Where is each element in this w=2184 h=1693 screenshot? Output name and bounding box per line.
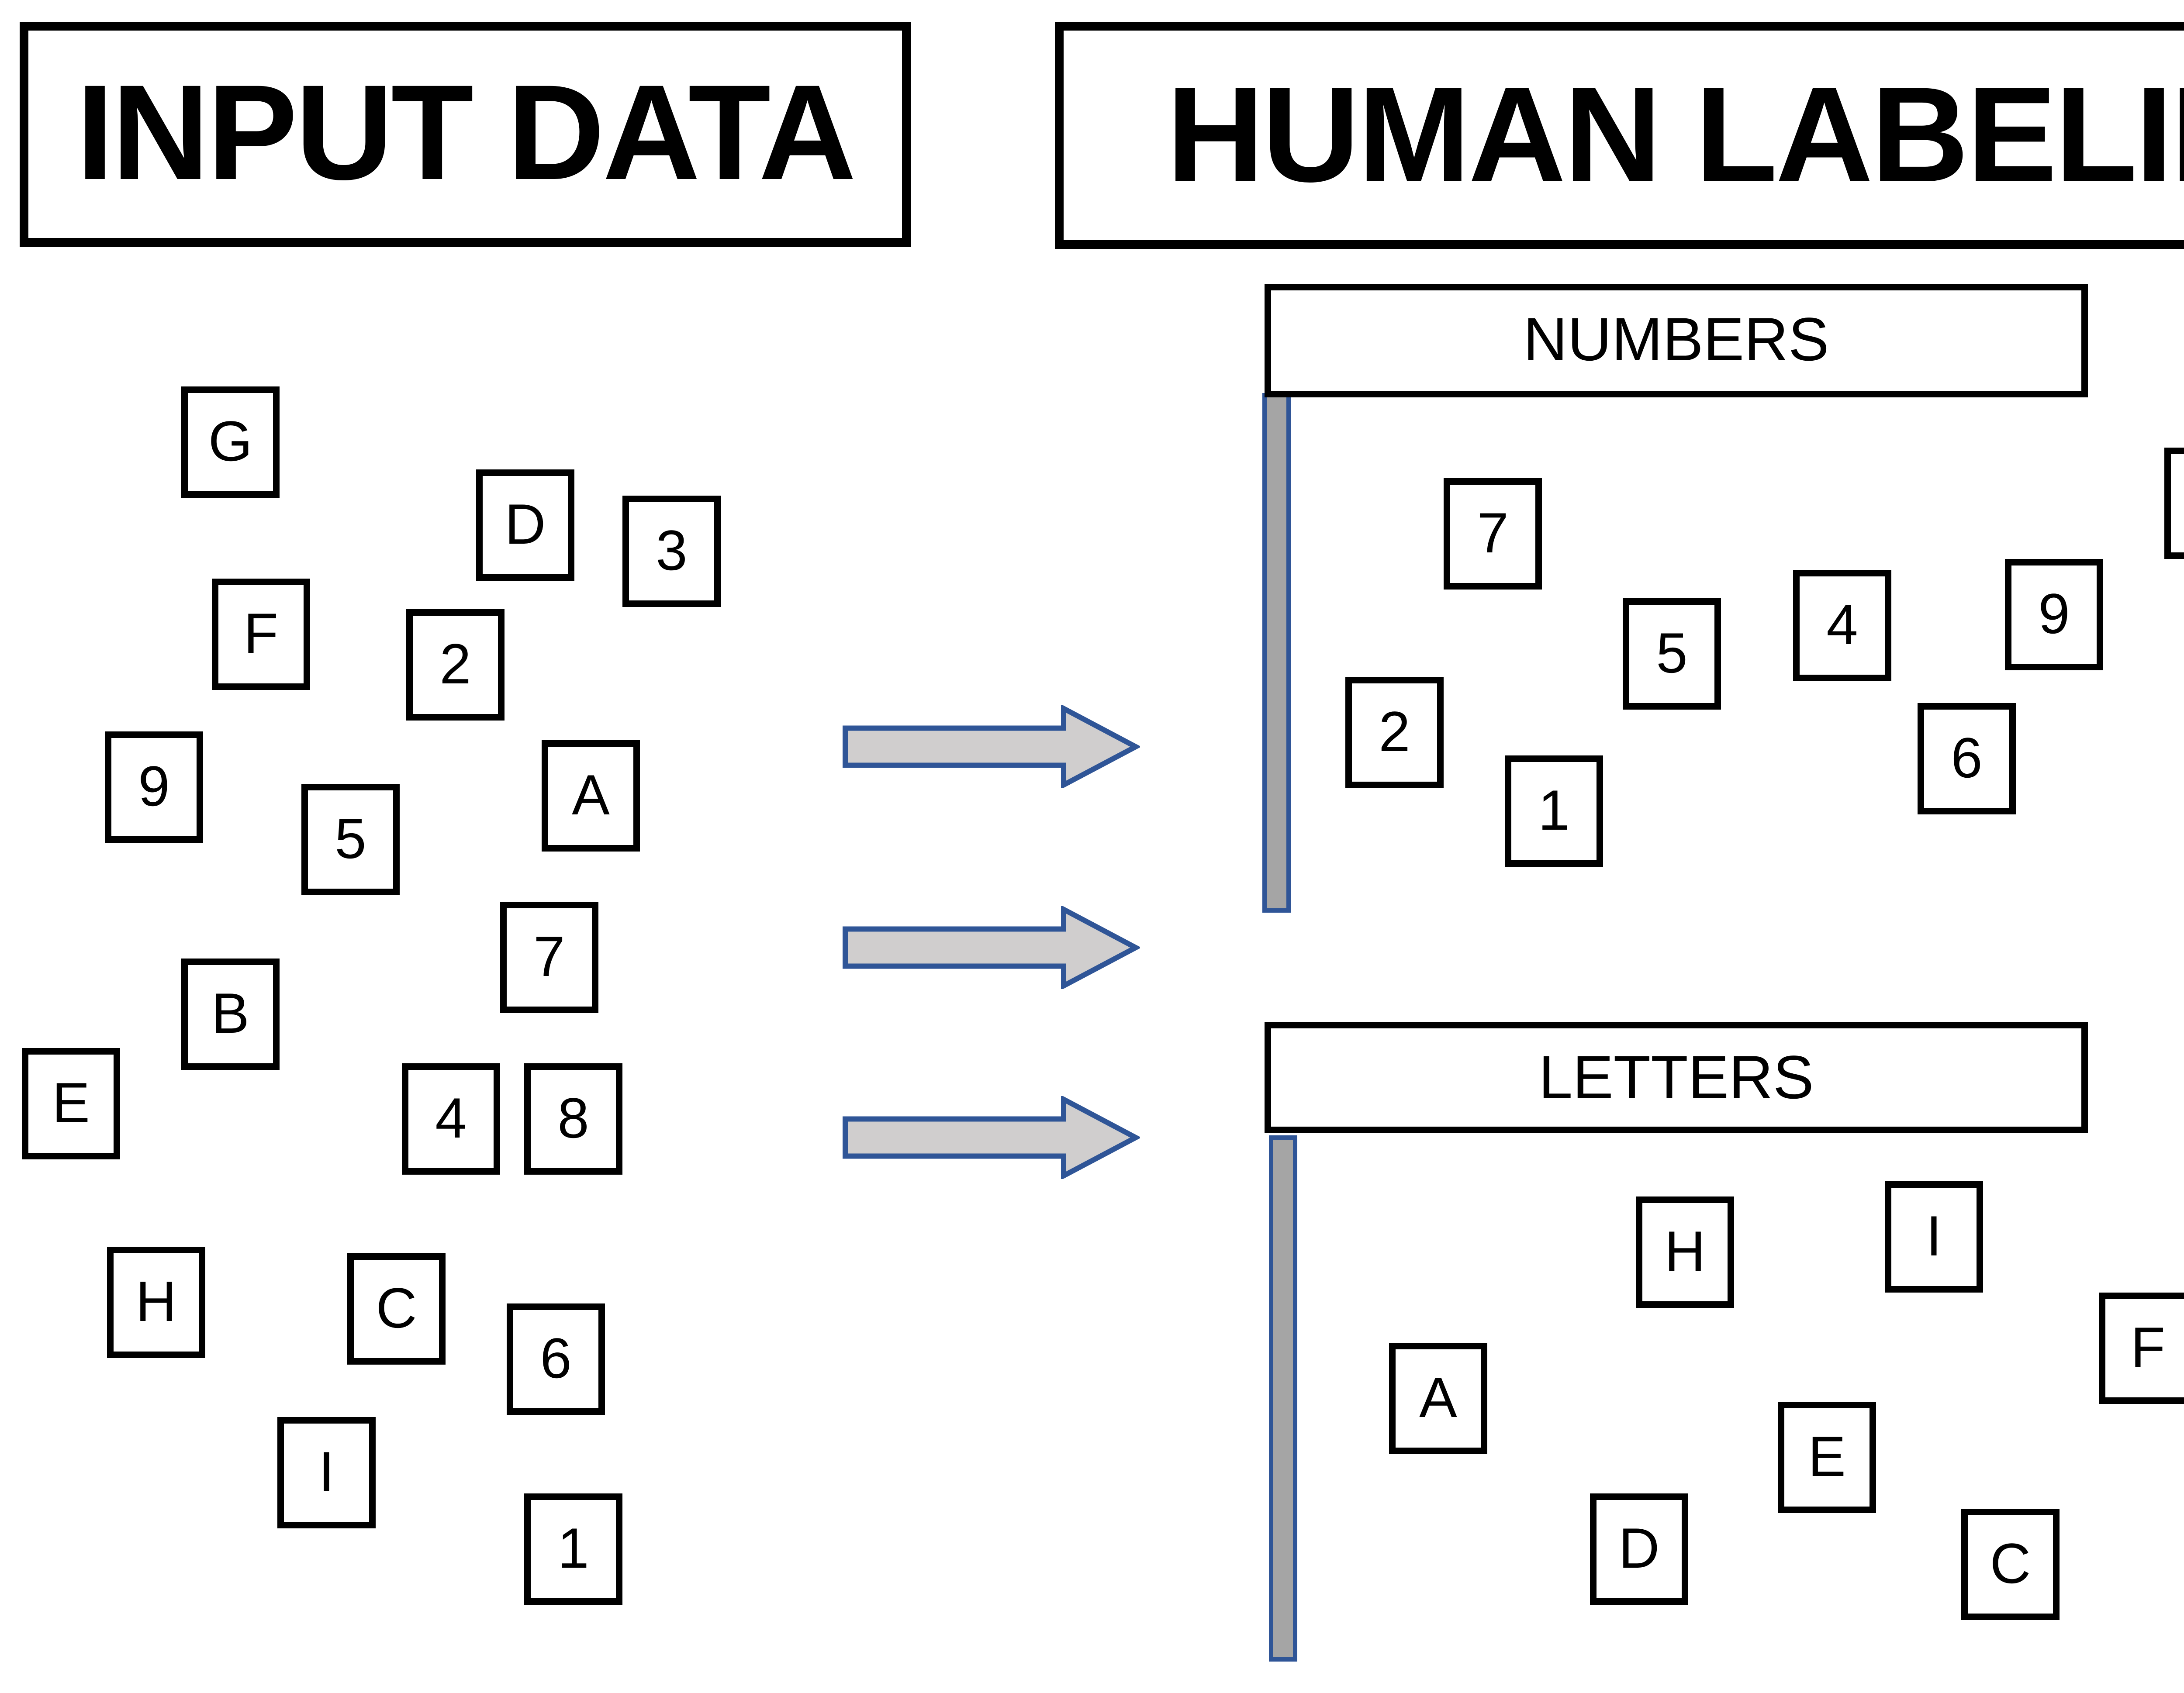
input-cell-D: D (476, 469, 574, 581)
input-data-title: INPUT DATA (76, 59, 856, 210)
letter-cell-C: C (1961, 1509, 2060, 1620)
letter-cell-I: I (1885, 1181, 1983, 1293)
number-cell-9: 9 (2005, 559, 2103, 670)
input-cell-B: B (181, 959, 280, 1070)
input-cell-A: A (542, 740, 640, 852)
input-cell-4: 4 (402, 1063, 500, 1175)
letter-cell-A: A (1389, 1343, 1487, 1454)
input-cell-I: I (277, 1417, 376, 1528)
numbers-group-bar (1262, 393, 1291, 913)
human-labeling-title-box: HUMAN LABELING (1055, 22, 2184, 249)
input-cell-2: 2 (406, 609, 505, 721)
input-cell-5: 5 (301, 784, 400, 895)
number-cell-2: 2 (1345, 677, 1444, 788)
input-cell-6: 6 (507, 1303, 605, 1415)
right-arrow-icon (843, 705, 1140, 788)
input-data-title-box: INPUT DATA (20, 22, 911, 247)
input-cell-F: F (212, 579, 310, 690)
right-arrow-icon (843, 1096, 1140, 1179)
right-arrow-icon (843, 906, 1140, 989)
letter-cell-E: E (1778, 1402, 1876, 1513)
human-labeling-title: HUMAN LABELING (1166, 60, 2184, 211)
letter-cell-F: F (2099, 1293, 2184, 1404)
letters-header-label: LETTERS (1538, 1042, 1814, 1110)
number-cell-6: 6 (1918, 703, 2016, 814)
letter-cell-H: H (1636, 1196, 1734, 1308)
input-cell-3: 3 (622, 496, 721, 607)
input-cell-H: H (107, 1247, 205, 1358)
input-cell-G: G (181, 386, 280, 498)
numbers-header-label: NUMBERS (1523, 306, 1829, 373)
input-cell-9: 9 (105, 731, 203, 843)
numbers-header-box: NUMBERS (1265, 284, 2088, 397)
letter-cell-D: D (1590, 1493, 1688, 1605)
number-cell-7: 7 (1444, 478, 1542, 590)
input-cell-8: 8 (524, 1063, 622, 1175)
number-cell-5: 5 (1623, 598, 1721, 710)
letters-group-bar (1269, 1135, 1297, 1662)
input-cell-E: E (22, 1048, 120, 1159)
letters-header-box: LETTERS (1265, 1022, 2088, 1133)
input-cell-C: C (347, 1253, 446, 1365)
input-cell-7: 7 (500, 902, 598, 1013)
number-cell-1: 1 (1505, 755, 1603, 867)
number-cell-4: 4 (1793, 570, 1891, 681)
input-cell-1: 1 (524, 1493, 622, 1605)
number-cell-3: 3 (2164, 448, 2184, 559)
